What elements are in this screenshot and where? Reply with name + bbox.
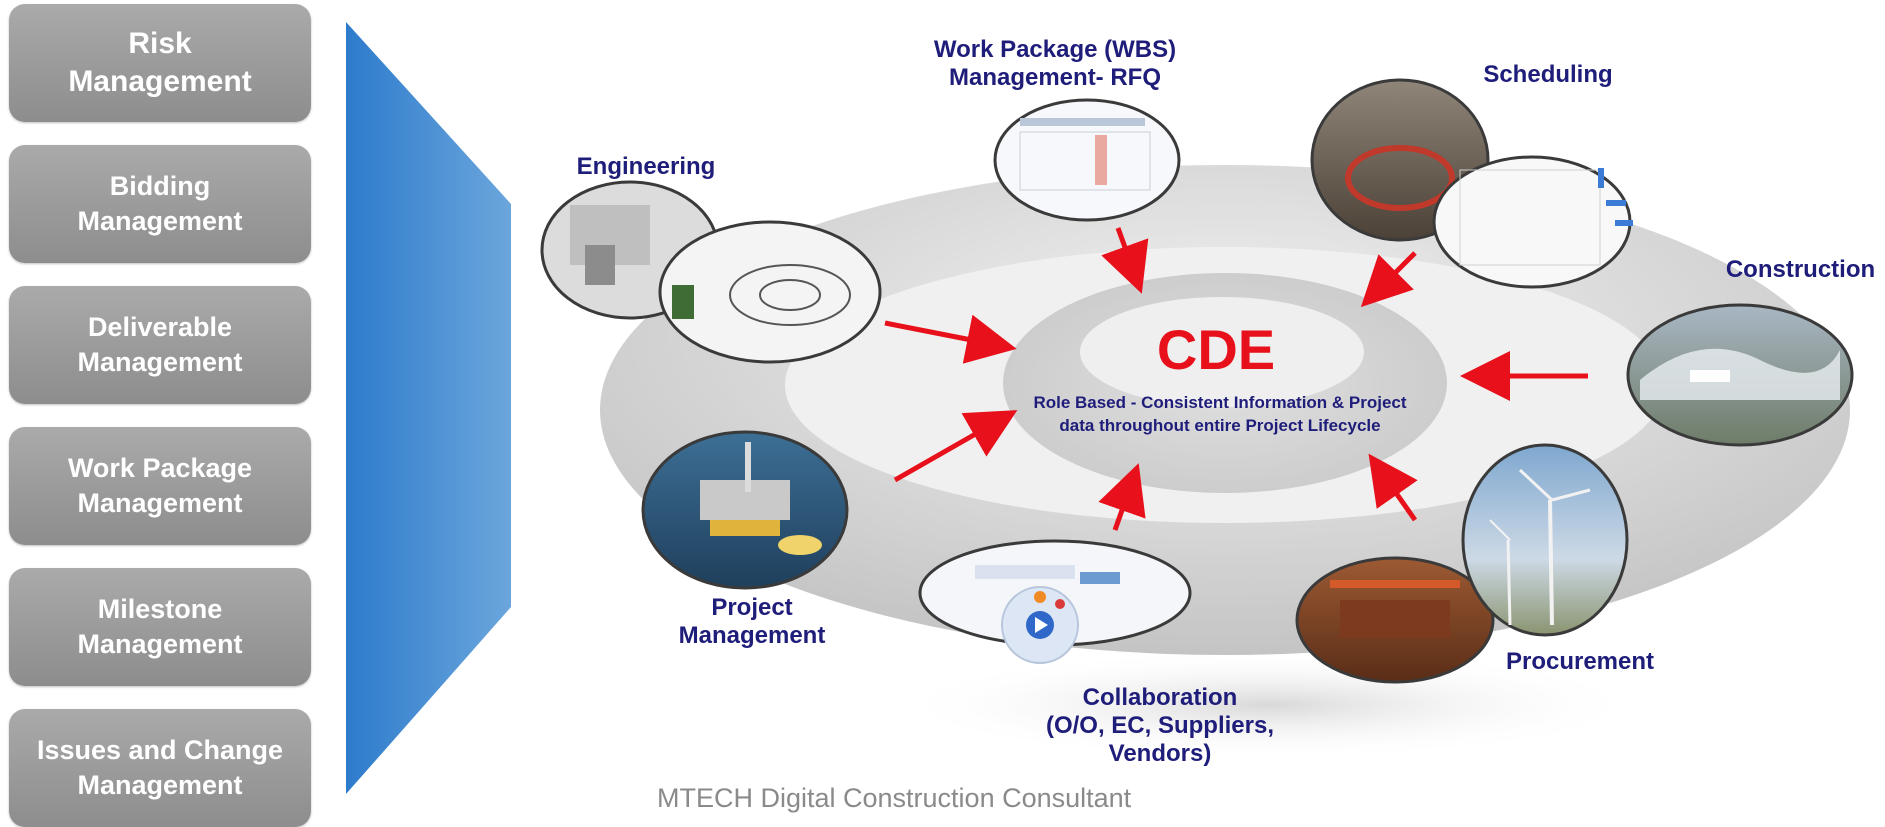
arrows: [884, 227, 1588, 531]
milestone-management-button[interactable]: Milestone Management: [9, 568, 311, 686]
issues-change-management-button[interactable]: Issues and Change Management: [9, 709, 311, 827]
cde-title: CDE: [1156, 318, 1276, 381]
floor-shadow: [890, 650, 1650, 760]
arrow-work-package: [1101, 227, 1149, 294]
arrow-procurement: [1368, 453, 1418, 522]
engineering-label: Engineering: [576, 153, 716, 180]
risk-management-button[interactable]: Risk Management: [9, 4, 311, 122]
arrow-collaboration: [1098, 463, 1146, 531]
chevron-arrow-shape: [346, 22, 511, 794]
procurement-label: Procurement: [1505, 648, 1655, 675]
construction-label: Construction: [1725, 256, 1876, 283]
scheduling-label: Scheduling: [1483, 61, 1613, 88]
collaboration-image: [918, 539, 1192, 664]
procurement-image: [1295, 443, 1629, 684]
bidding-management-button[interactable]: Bidding Management: [9, 145, 311, 263]
engineering-image: [540, 180, 882, 364]
footer-credit: MTECH Digital Construction Consultant: [657, 783, 1132, 813]
work-package-management-button[interactable]: Work Package Management: [9, 427, 311, 545]
project-management-label: Project Management: [678, 594, 826, 649]
deliverable-management-button[interactable]: Deliverable Management: [9, 286, 311, 404]
project-management-image: [641, 430, 849, 590]
construction-image: [1626, 303, 1854, 447]
arrow-scheduling: [1360, 251, 1417, 308]
arrow-project-management: [893, 410, 1018, 483]
scheduling-image: [1310, 78, 1633, 289]
arrow-engineering: [884, 314, 1017, 364]
cde-description: Role Based - Consistent Information & Pr…: [1033, 393, 1407, 435]
work-package-label: Work Package (WBS) Management- RFQ: [933, 36, 1177, 91]
work-package-image: [993, 98, 1181, 222]
collaboration-label: Collaboration (O/O, EC, Suppliers, Vendo…: [1045, 684, 1275, 767]
inner-highlight: [1080, 297, 1364, 407]
